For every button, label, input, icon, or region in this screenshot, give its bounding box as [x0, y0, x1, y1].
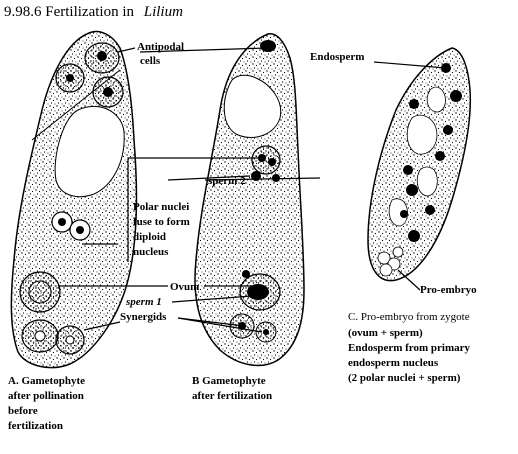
proembryo-c: [367, 47, 472, 282]
label-proembryo: Pro-embryo: [420, 284, 477, 296]
caption-a-2: after pollination: [8, 390, 84, 402]
caption-c-title: C. Pro-embryo from zygote: [348, 311, 470, 323]
label-endosperm: Endosperm: [310, 51, 364, 63]
antipodal-cells-b: [260, 40, 276, 52]
label-ovum: Ovum: [170, 281, 199, 293]
proembryo-cells: [377, 246, 404, 277]
label-synergids: Synergids: [120, 311, 167, 323]
caption-c-4: (2 polar nuclei + sperm): [348, 372, 461, 384]
caption-c-1: (ovum + sperm): [348, 327, 423, 339]
label-polar-3: diploid: [133, 231, 166, 243]
label-antipodal-1: Antipodal: [137, 41, 184, 53]
figure-title: 9.98.6 Fertilization in Lilium: [4, 4, 183, 20]
label-polar-4: nucleus: [133, 246, 169, 258]
caption-a-4: fertilization: [8, 420, 63, 432]
vacuole-b: [223, 74, 282, 138]
caption-a-1: A. Gametophyte: [8, 375, 85, 387]
ovum-a: [19, 271, 61, 313]
caption-b-1: B Gametophyte: [192, 375, 266, 387]
seed-c-outline: [367, 47, 472, 282]
gametophyte-a: [10, 30, 138, 369]
label-polar-2: fuse to form: [133, 216, 190, 228]
endosperm-nuclei: [400, 63, 462, 242]
label-antipodal-2: cells: [140, 55, 161, 67]
caption-a-3: before: [8, 405, 38, 417]
label-sperm-1: sperm 1: [125, 296, 162, 308]
caption-c-3: endosperm nucleus: [348, 357, 439, 369]
caption-b-2: after fertilization: [192, 390, 272, 402]
vacuole-a: [54, 105, 125, 198]
label-sperm-2: sperm 2: [208, 175, 246, 187]
antipodal-cells-a: [31, 42, 124, 141]
gametophyte-b: [194, 32, 305, 367]
sperm2-polar-b: [251, 145, 281, 182]
label-polar-1: Polar nuclei: [133, 201, 189, 213]
ovum-sperm1-b: [239, 270, 281, 311]
leader-lines: [58, 47, 447, 333]
synergids-a: [21, 319, 85, 355]
caption-c-2: Endosperm from primary: [348, 342, 471, 354]
polar-nuclei-a: [51, 211, 91, 241]
